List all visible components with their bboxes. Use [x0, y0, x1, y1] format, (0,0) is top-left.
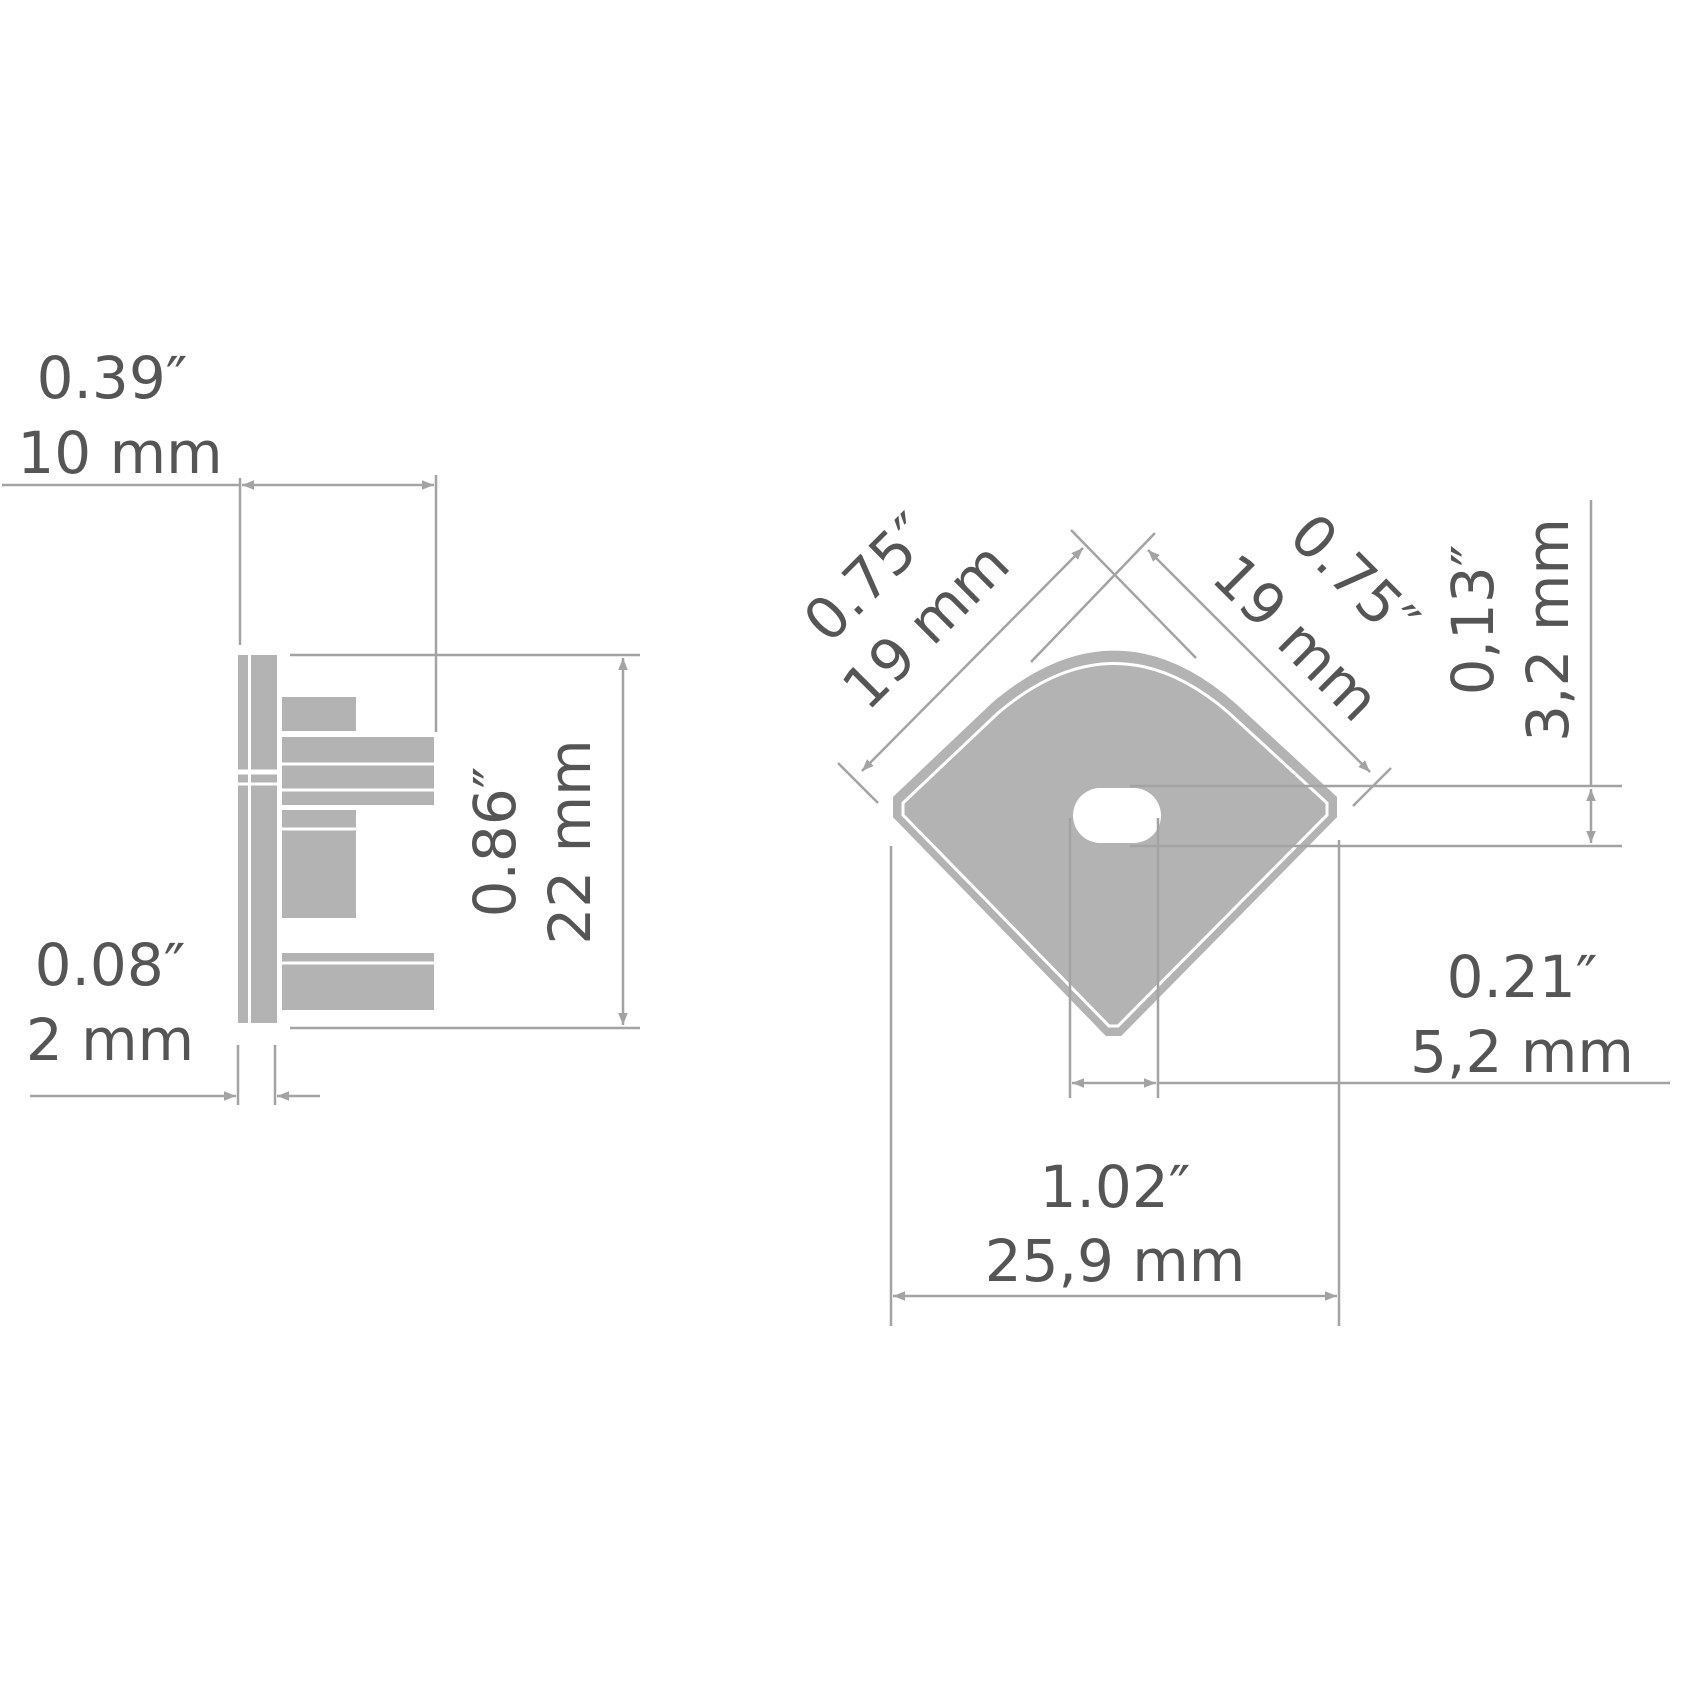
side-pin-top — [282, 737, 434, 805]
side-right-dimension-line — [1147, 549, 1371, 773]
side-tab-small-top — [282, 697, 356, 731]
flange-mm-label: 2 mm — [26, 1006, 194, 1074]
height-inch-label: 0.86″ — [461, 767, 529, 918]
side-main-plate — [251, 655, 277, 1023]
side-flange-plate — [238, 655, 248, 1023]
hole-width-inch-label: 0.21″ — [1447, 943, 1598, 1011]
depth-inch-label: 0.39″ — [37, 344, 188, 412]
side-tab-middle — [282, 810, 356, 918]
hole-width-mm-label: 5,2 mm — [1410, 1018, 1634, 1086]
height-mm-label: 22 mm — [536, 739, 604, 944]
front-view-part — [889, 646, 1341, 1040]
depth-mm-label: 10 mm — [17, 419, 222, 487]
hole-height-inch-label: 0,13″ — [1439, 545, 1507, 696]
front-view: 0.75″ 19 mm 0.75″ 19 mm 0,13″ 3,2 mm 0.2… — [790, 500, 1670, 1326]
side-left-dimension-line — [861, 547, 1084, 772]
mounting-hole — [1073, 788, 1161, 843]
side-left-extension — [1070, 529, 1197, 659]
overall-width-mm-label: 25,9 mm — [985, 1227, 1246, 1295]
overall-width-inch-label: 1.02″ — [1040, 1153, 1191, 1221]
side-left-extension — [837, 762, 879, 804]
side-right-extension — [1030, 532, 1156, 663]
side-view-part — [236, 655, 434, 1023]
flange-inch-label: 0.08″ — [35, 931, 186, 999]
side-view: 0.39″ 10 mm 0.86″ 22 mm 0.08″ 2 mm — [2, 344, 640, 1105]
hole-height-mm-label: 3,2 mm — [1514, 518, 1582, 742]
